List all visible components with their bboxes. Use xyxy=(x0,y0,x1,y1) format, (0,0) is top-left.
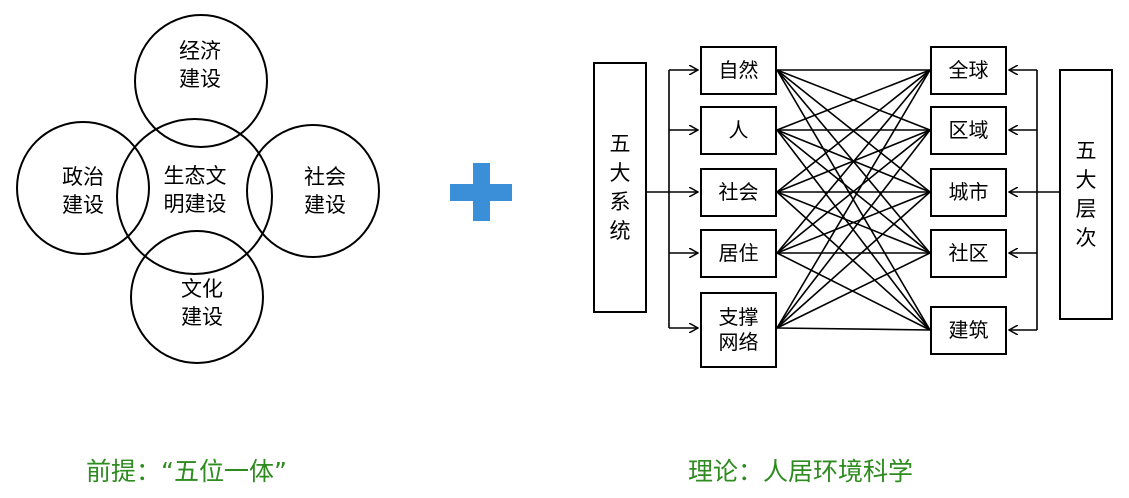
circle-society xyxy=(246,124,380,258)
mesh-connector xyxy=(776,69,931,193)
label-economy: 经济 建设 xyxy=(179,39,221,91)
levels-group-label: 五大层次 xyxy=(1075,138,1097,250)
mesh-connector xyxy=(776,191,931,254)
level-label: 全球 xyxy=(948,58,989,82)
mesh-connector xyxy=(776,129,931,254)
level-box-region: 区域 xyxy=(930,106,1007,155)
level-label: 建筑 xyxy=(948,318,989,342)
label-society: 社会 建设 xyxy=(304,165,346,217)
label-politics: 政治 建设 xyxy=(62,165,104,217)
systems-group-box: 五大系统 xyxy=(593,62,647,313)
mesh-connector xyxy=(776,69,931,131)
level-box-building: 建筑 xyxy=(930,306,1007,355)
systems-group-label: 五大系统 xyxy=(609,131,631,243)
mesh-connector xyxy=(776,327,931,331)
plus-vertical-bar xyxy=(473,163,490,221)
circle-culture xyxy=(130,230,264,364)
system-label: 居住 xyxy=(718,241,759,265)
system-box-society: 社会 xyxy=(700,168,777,217)
label-culture: 文化 建设 xyxy=(181,277,223,329)
system-label: 自然 xyxy=(718,58,759,82)
system-label: 社会 xyxy=(718,180,759,204)
level-label: 城市 xyxy=(948,180,989,204)
system-label: 人 xyxy=(728,118,749,142)
level-label: 社区 xyxy=(948,241,989,265)
mesh-connector xyxy=(776,252,931,331)
level-label: 区域 xyxy=(948,118,989,142)
mesh-connector xyxy=(776,129,931,329)
system-box-nature: 自然 xyxy=(700,46,777,95)
system-box-dwelling: 居住 xyxy=(700,229,777,278)
level-box-community: 社区 xyxy=(930,229,1007,278)
level-box-city: 城市 xyxy=(930,168,1007,217)
mesh-connector xyxy=(776,69,931,329)
levels-group-box: 五大层次 xyxy=(1059,69,1113,320)
system-box-human: 人 xyxy=(700,106,777,155)
caption-premise: 前提：“五位一体” xyxy=(86,457,287,486)
mesh-connector xyxy=(776,191,931,329)
caption-theory: 理论：人居环境科学 xyxy=(688,457,914,486)
label-ecology: 生态文 明建设 xyxy=(163,164,227,216)
system-label: 支撑 网络 xyxy=(718,305,759,354)
mesh-connector xyxy=(776,252,931,329)
level-box-global: 全球 xyxy=(930,46,1007,95)
mesh-connector xyxy=(776,69,931,254)
system-box-support-network: 支撑 网络 xyxy=(700,292,777,368)
